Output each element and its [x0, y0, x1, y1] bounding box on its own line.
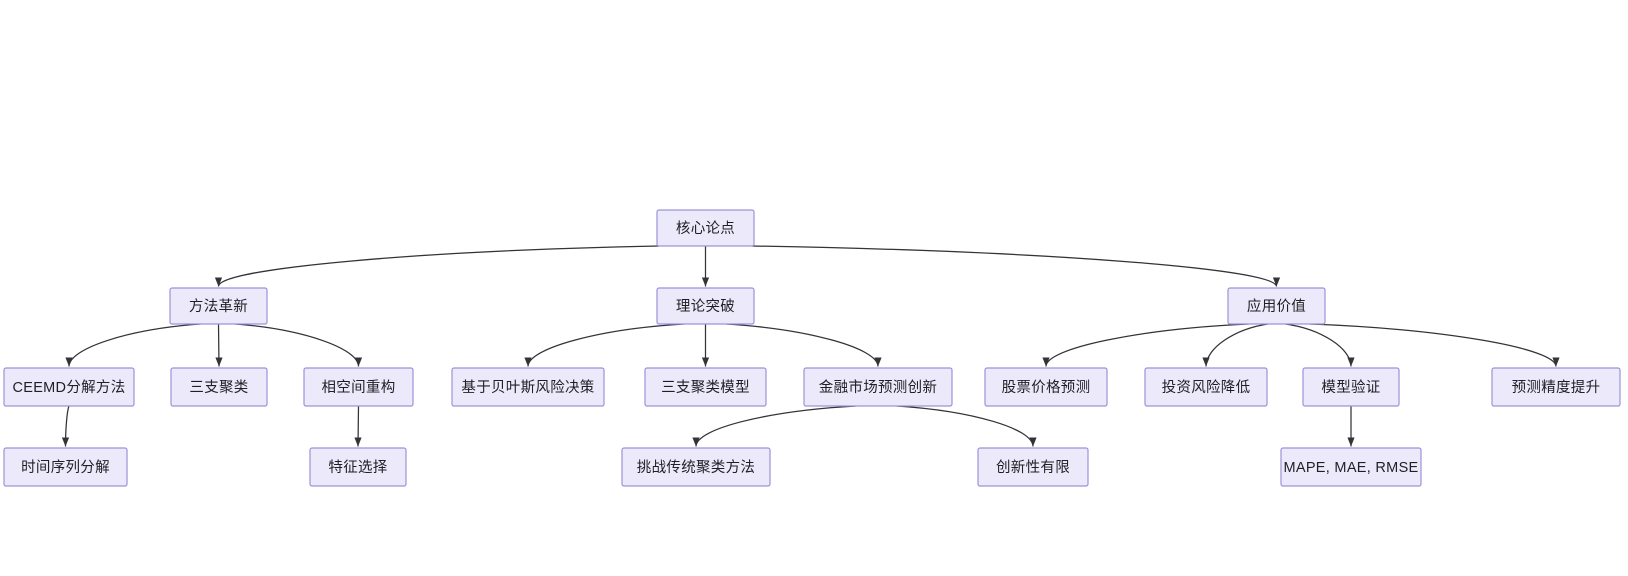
node-label: 股票价格预测 [1002, 379, 1091, 396]
node-label: 应用价值 [1247, 297, 1306, 315]
node-label: 模型验证 [1321, 379, 1380, 396]
edge-arrowhead [61, 437, 70, 447]
node-c9[interactable]: 模型验证 [1302, 367, 1400, 407]
node-box[interactable] [170, 367, 268, 407]
edge-m1-to-c3 [235, 323, 360, 367]
node-box[interactable] [451, 367, 605, 407]
edge-arrowhead [215, 357, 223, 367]
node-box[interactable] [169, 287, 268, 325]
node-c3[interactable]: 相空间重构 [303, 367, 414, 407]
node-label: 挑战传统聚类方法 [637, 459, 755, 476]
edge-arrowhead [1202, 357, 1210, 367]
edge-m1-to-c1 [68, 323, 201, 367]
edge-m2-to-c4 [527, 323, 685, 367]
node-box[interactable] [644, 367, 767, 407]
node-label: 投资风险降低 [1162, 379, 1251, 396]
node-box[interactable] [309, 447, 407, 487]
node-g1[interactable]: 时间序列分解 [3, 447, 128, 487]
edge-root-to-m1 [217, 245, 660, 287]
edge-arrowhead [701, 277, 710, 287]
edge-arrowhead [1029, 437, 1037, 447]
node-label: 预测精度提升 [1512, 379, 1601, 396]
node-g2[interactable]: 特征选择 [309, 447, 407, 487]
node-box[interactable] [977, 447, 1089, 487]
edge-arrowhead [692, 437, 700, 447]
node-label: 相空间重构 [322, 379, 396, 396]
edge-arrowhead [354, 437, 362, 447]
node-label: 创新性有限 [996, 459, 1070, 476]
node-label: 三支聚类 [189, 379, 248, 396]
node-g4[interactable]: 创新性有限 [977, 447, 1089, 487]
edge-arrowhead [701, 357, 710, 367]
node-label: 金融市场预测创新 [819, 379, 937, 396]
node-c6[interactable]: 金融市场预测创新 [803, 367, 953, 407]
node-label: 理论突破 [676, 298, 735, 315]
node-c2[interactable]: 三支聚类 [170, 367, 268, 407]
edge-arrowhead [1042, 357, 1050, 367]
edge-m2-to-c6 [726, 323, 879, 367]
node-c10[interactable]: 预测精度提升 [1491, 367, 1621, 407]
edge-c6-to-g3 [695, 405, 857, 447]
node-c5[interactable]: 三支聚类模型 [644, 367, 767, 407]
node-m1[interactable]: 方法革新 [169, 287, 268, 325]
node-label: 基于贝叶斯风险决策 [461, 379, 594, 396]
edge-arrowhead [874, 357, 882, 367]
node-box[interactable] [1227, 287, 1326, 325]
edge-arrowhead [65, 357, 73, 367]
node-box[interactable] [621, 447, 771, 487]
node-box[interactable] [1144, 367, 1268, 407]
edge-m3-to-c9 [1285, 323, 1352, 367]
edge-arrowhead [354, 357, 363, 367]
node-g3[interactable]: 挑战传统聚类方法 [621, 447, 771, 487]
node-g5[interactable]: MAPE, MAE, RMSE [1280, 447, 1422, 487]
node-label: 时间序列分解 [21, 459, 110, 476]
edge-arrowhead [214, 277, 223, 287]
node-box[interactable] [803, 367, 953, 407]
node-box[interactable] [656, 287, 755, 325]
edges-layer [61, 245, 1560, 447]
node-c7[interactable]: 股票价格预测 [984, 367, 1108, 407]
node-m2[interactable]: 理论突破 [656, 287, 755, 325]
node-m3[interactable]: 应用价值 [1227, 287, 1326, 325]
node-label: 核心论点 [676, 220, 735, 237]
edge-arrowhead [524, 357, 532, 367]
node-c1[interactable]: CEEMD分解方法 [3, 367, 135, 407]
node-label: MAPE, MAE, RMSE [1283, 460, 1418, 476]
node-label: 三支聚类模型 [661, 379, 750, 396]
edge-arrowhead [1347, 357, 1355, 367]
node-box[interactable] [1302, 367, 1400, 407]
node-label: 方法革新 [189, 298, 248, 315]
node-box[interactable] [3, 447, 128, 487]
node-c4[interactable]: 基于贝叶斯风险决策 [451, 367, 605, 407]
node-box[interactable] [1491, 367, 1621, 407]
edge-m3-to-c8 [1205, 323, 1269, 367]
node-root[interactable]: 核心论点 [656, 209, 755, 247]
edge-arrowhead [1347, 437, 1355, 447]
edge-arrowhead [1552, 357, 1560, 367]
edge-c6-to-g4 [896, 405, 1034, 447]
node-label: 特征选择 [328, 459, 387, 476]
edge-arrowhead [1272, 277, 1281, 287]
edge-m3-to-c7 [1045, 323, 1249, 367]
node-box[interactable] [656, 209, 755, 247]
node-c8[interactable]: 投资风险降低 [1144, 367, 1268, 407]
node-box[interactable] [3, 367, 135, 407]
node-box[interactable] [984, 367, 1108, 407]
edge-root-to-m3 [751, 245, 1278, 287]
node-box[interactable] [303, 367, 414, 407]
node-label: CEEMD分解方法 [12, 379, 125, 396]
edge-m3-to-c10 [1310, 323, 1557, 367]
node-box[interactable] [1280, 447, 1422, 487]
